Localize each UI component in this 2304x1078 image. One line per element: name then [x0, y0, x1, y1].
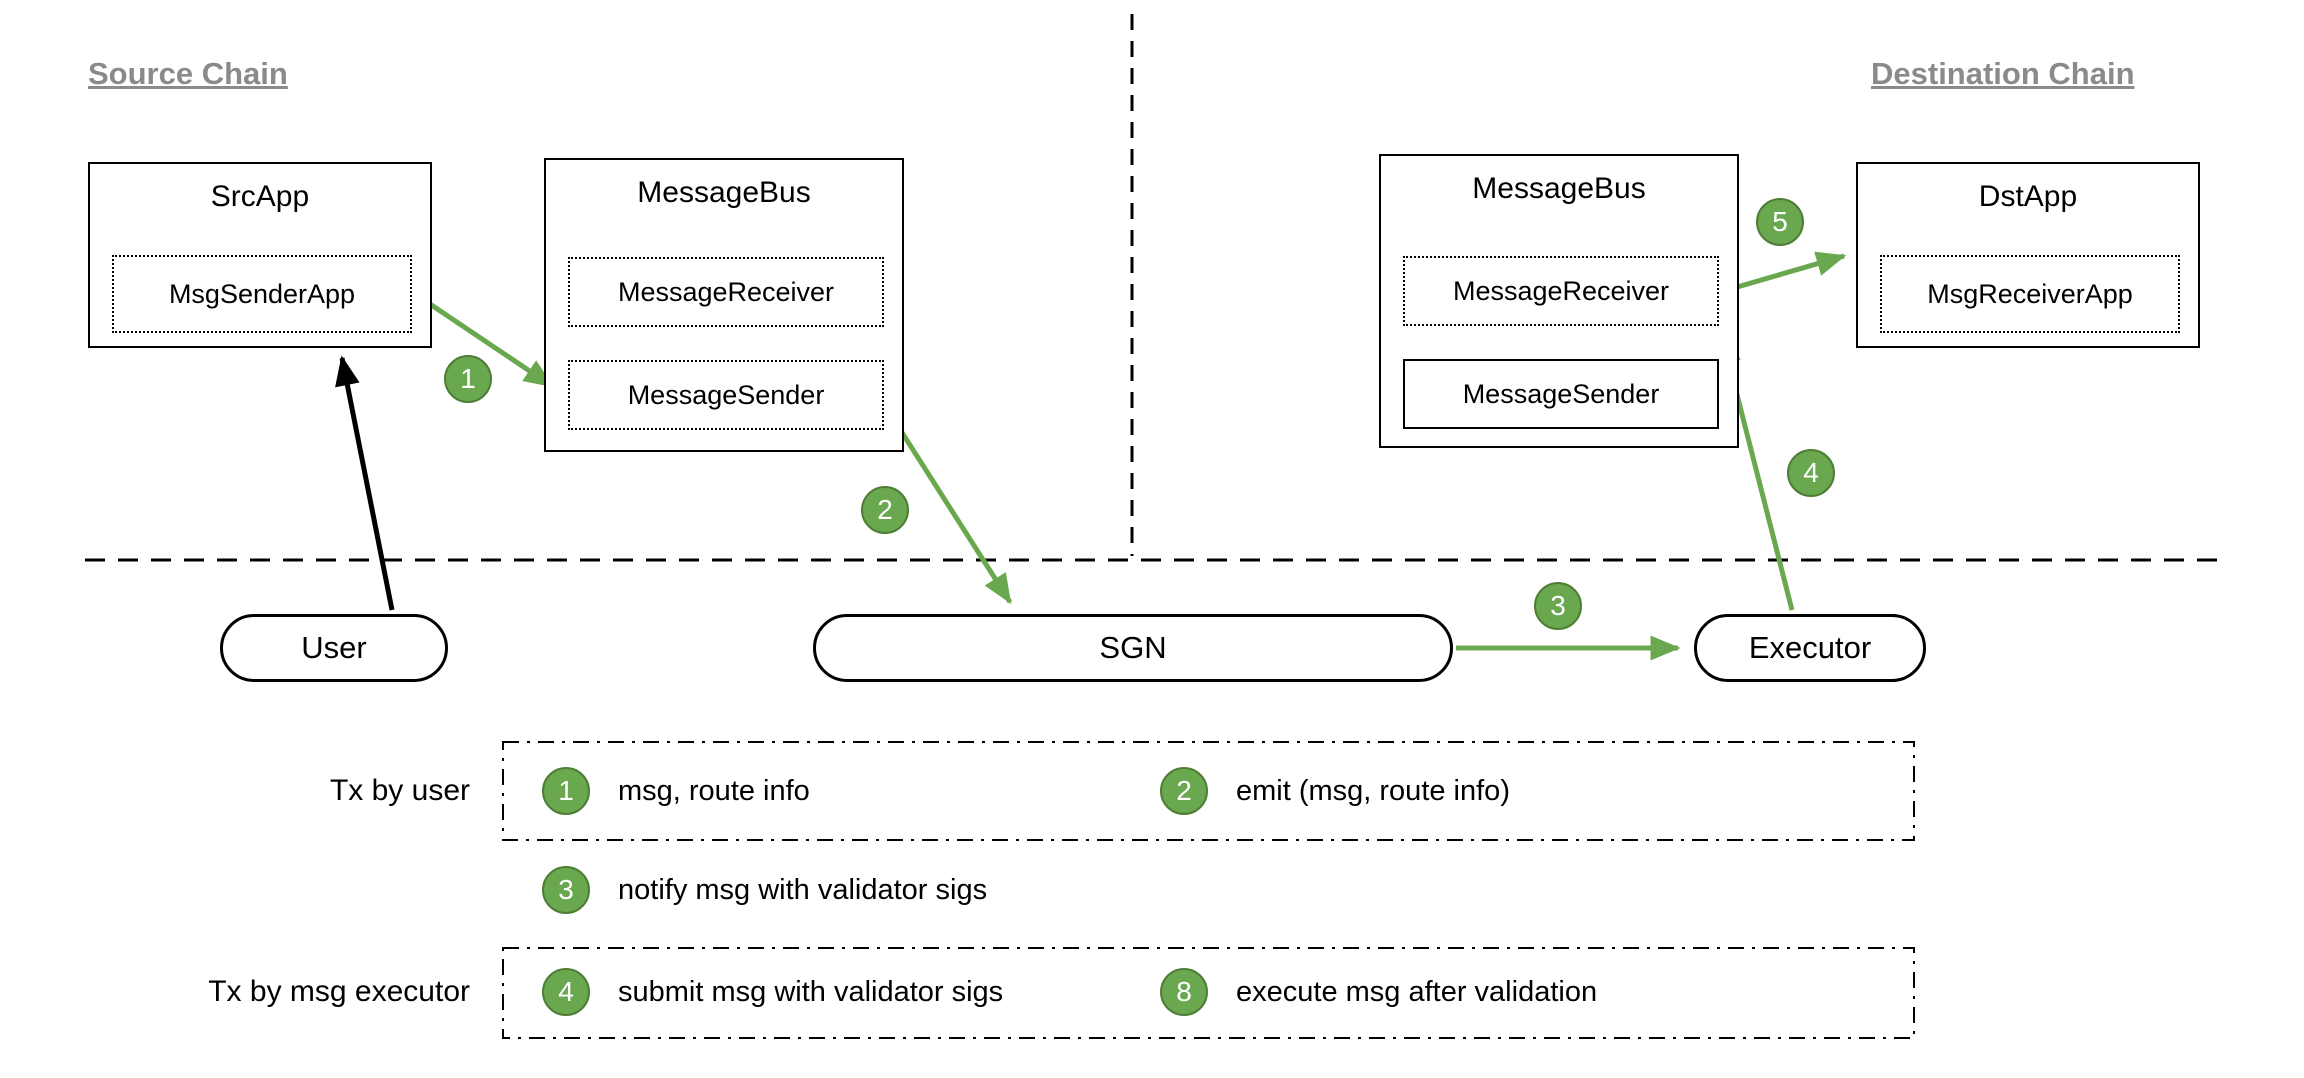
- dst-app-box: DstApp MsgReceiverApp: [1856, 162, 2200, 348]
- legend-label-tx-by-executor: Tx by msg executor: [208, 975, 470, 1008]
- flow-badge-step-5: 5: [1756, 198, 1804, 246]
- msg-sender-app-box: MsgSenderApp: [112, 255, 412, 333]
- legend-label-tx-by-user: Tx by user: [329, 774, 470, 807]
- source-message-sender-box: MessageSender: [568, 360, 884, 430]
- msg-receiver-app-box: MsgReceiverApp: [1880, 255, 2180, 333]
- legend-badge-4: 4: [542, 968, 590, 1016]
- arrow-user-to-srcapp: [335, 355, 395, 611]
- dst-app-title: DstApp: [1978, 180, 2078, 213]
- source-message-receiver-box: MessageReceiver: [568, 257, 884, 327]
- legend-item-2-text: emit (msg, route info): [1236, 775, 1510, 807]
- legend-item-1-text: msg, route info: [618, 775, 810, 807]
- executor-node: Executor: [1694, 614, 1926, 682]
- flow-badge-step-4: 4: [1787, 449, 1835, 497]
- source-message-bus-title: MessageBus: [637, 176, 811, 209]
- src-app-title: SrcApp: [210, 180, 310, 213]
- user-node: User: [220, 614, 448, 682]
- destination-chain-header: Destination Chain: [1871, 56, 2135, 91]
- src-app-box: SrcApp MsgSenderApp: [88, 162, 432, 348]
- legend-badge-3: 3: [542, 866, 590, 914]
- sgn-node: SGN: [813, 614, 1453, 682]
- destination-message-sender-box: MessageSender: [1403, 359, 1719, 429]
- legend-item-4-text: submit msg with validator sigs: [618, 976, 1004, 1008]
- destination-message-receiver-box: MessageReceiver: [1403, 256, 1719, 326]
- legend-badge-2: 2: [1160, 767, 1208, 815]
- source-chain-header: Source Chain: [88, 56, 288, 91]
- legend-badge-1: 1: [542, 767, 590, 815]
- destination-message-bus-title: MessageBus: [1472, 172, 1646, 205]
- destination-message-bus-box: MessageBus MessageReceiver MessageSender: [1379, 154, 1739, 448]
- legend-item-5-text: execute msg after validation: [1236, 976, 1598, 1008]
- flow-badge-step-1: 1: [444, 355, 492, 403]
- flow-badge-step-3: 3: [1534, 582, 1582, 630]
- source-message-bus-box: MessageBus MessageReceiver MessageSender: [544, 158, 904, 452]
- legend-badge-5: 8: [1160, 968, 1208, 1016]
- legend-item-3-text: notify msg with validator sigs: [618, 874, 988, 906]
- flow-badge-step-2: 2: [861, 486, 909, 534]
